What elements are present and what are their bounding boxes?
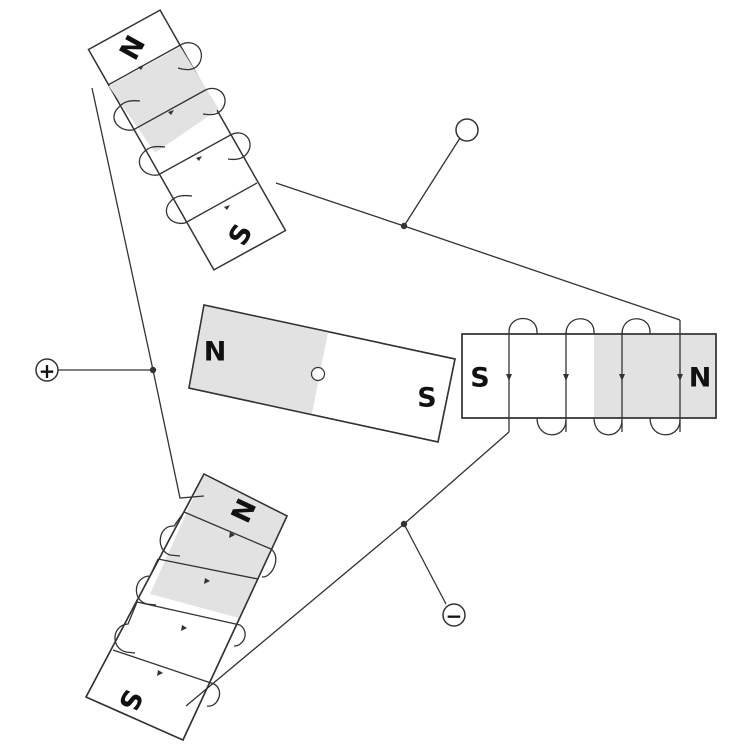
wire-negative-lead — [403, 523, 447, 605]
junction-left — [149, 366, 157, 374]
wire-top — [275, 182, 681, 321]
terminal-positive[interactable]: + — [35, 358, 59, 383]
terminal-positive-symbol: + — [39, 359, 56, 383]
coil-top-left-windings — [107, 42, 258, 225]
coil-right: S N — [461, 317, 717, 436]
coil-right-north-pole — [594, 335, 715, 417]
junction-bottom — [400, 520, 408, 528]
rotor-north-pole — [189, 305, 328, 414]
coil-bottom-left: N S — [84, 472, 288, 741]
terminal-neutral[interactable] — [455, 118, 479, 142]
junction-top — [400, 222, 408, 230]
terminal-negative[interactable]: − — [442, 603, 466, 628]
rotor-magnet: N S — [188, 304, 456, 443]
coil-right-south-label: S — [470, 363, 489, 394]
coil-top-left-north-pole — [108, 46, 219, 153]
coil-right-north-label: N — [689, 363, 712, 394]
rotor-north-label: N — [204, 337, 227, 368]
terminal-negative-symbol: − — [446, 604, 463, 628]
coil-top-left: N S — [87, 9, 287, 271]
coil-bottom-left-windings — [112, 511, 277, 707]
rotor-axle — [310, 366, 326, 382]
wire-neutral-lead — [403, 137, 461, 227]
coil-bottom-left-north-pole — [150, 474, 287, 618]
rotor-south-label: S — [417, 383, 436, 414]
coil-right-windings — [506, 317, 683, 436]
wire-left — [91, 87, 205, 499]
